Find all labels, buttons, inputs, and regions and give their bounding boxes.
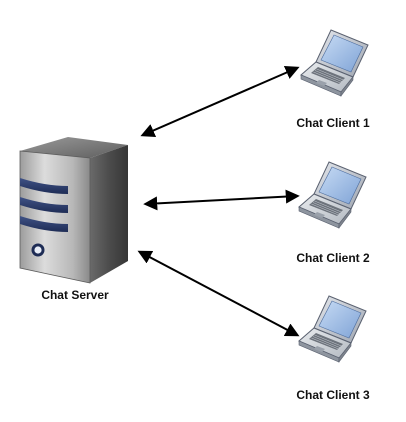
client-1-label: Chat Client 1 xyxy=(296,116,370,130)
connector-server-client-2 xyxy=(143,189,300,211)
server-tower-icon xyxy=(19,137,128,284)
laptop-icon xyxy=(300,29,369,97)
client-3-label: Chat Client 3 xyxy=(296,388,370,402)
client-2-label: Chat Client 2 xyxy=(296,251,370,265)
laptop-icon xyxy=(298,161,367,229)
connector-server-client-1 xyxy=(140,66,300,137)
connector-server-client-3 xyxy=(137,250,300,337)
laptop-icon xyxy=(298,295,367,363)
server-label: Chat Server xyxy=(41,288,109,302)
